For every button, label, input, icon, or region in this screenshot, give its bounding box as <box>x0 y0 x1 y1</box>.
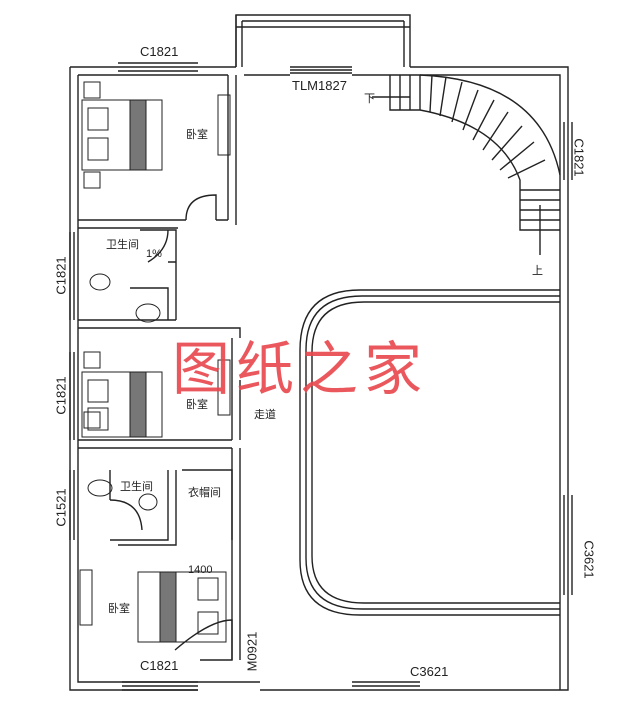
label-window-left-bed2: C1821 <box>53 376 69 415</box>
label-window-top-left: C1821 <box>140 44 179 59</box>
room-bedroom-3: 卧室 <box>108 602 130 615</box>
label-window-left-bath2: C1521 <box>53 488 69 527</box>
room-bedroom-1: 卧室 <box>186 128 208 141</box>
window-right-upper <box>563 122 573 180</box>
stairs-down-label: 下 <box>364 92 375 105</box>
label-door-balcony: TLM1827 <box>292 78 347 93</box>
stairs <box>389 75 560 231</box>
label-window-right-lower: C3621 <box>581 540 597 579</box>
window-right-lower <box>563 495 573 595</box>
window-bottom-left <box>122 681 198 691</box>
curved-wall <box>299 289 560 616</box>
label-window-bottom-left: C1821 <box>140 658 179 673</box>
label-slope: 1% <box>146 248 162 260</box>
label-door-bottom: M0921 <box>244 631 260 672</box>
balcony <box>235 15 410 67</box>
door-tlm <box>290 69 352 74</box>
label-window-left-bath1: C1821 <box>53 256 69 295</box>
label-window-bottom-right: C3621 <box>410 664 449 679</box>
room-closet: 衣帽间 <box>188 486 221 499</box>
outer-wall <box>69 14 569 691</box>
room-bath-2: 卫生间 <box>120 480 153 493</box>
room-bedroom-2: 卧室 <box>186 398 208 411</box>
bed-icons <box>79 81 231 643</box>
room-corridor: 走道 <box>254 408 276 421</box>
room-bath-1: 卫生间 <box>106 238 139 251</box>
stairs-up-label: 上 <box>532 264 543 277</box>
label-window-right-upper: C1821 <box>571 138 587 177</box>
label-bed-size: 1400 <box>188 564 213 576</box>
watermark: 图纸之家 <box>172 335 429 403</box>
window-bottom-right <box>352 681 420 691</box>
window-top-left <box>118 62 198 76</box>
